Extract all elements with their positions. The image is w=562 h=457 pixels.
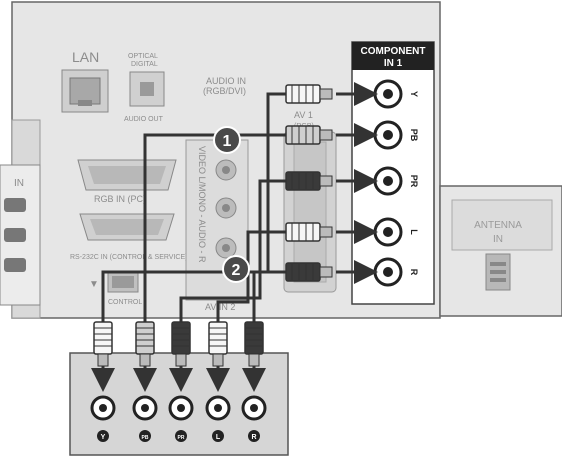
- component-jack-label: Y: [409, 91, 419, 97]
- device-jack-label: R: [251, 434, 256, 441]
- audio-in-group: AUDIO IN (RGB/DVI): [203, 76, 246, 96]
- device-jack-l: L: [205, 395, 231, 442]
- in-label: IN: [14, 178, 24, 189]
- component-jack-y: Y: [373, 79, 419, 109]
- rca-plug-h: [285, 222, 333, 242]
- rs232c-label: RS-232C IN (CONTROL & SERVICE): [70, 254, 187, 261]
- optical-port-group: OPTICAL DIGITAL AUDIO OUT: [124, 53, 165, 123]
- device-jack-pb: PB: [132, 395, 158, 442]
- component-jack-label: PB: [409, 129, 419, 142]
- device-jack-label: PR: [178, 435, 185, 441]
- device-jack-label: PB: [142, 435, 149, 441]
- marker-1-label: 1: [223, 133, 232, 150]
- control-label: CONTROL: [108, 299, 142, 306]
- side-jack: [4, 198, 26, 212]
- rca-plug-v: [133, 321, 157, 392]
- av1-label: AV 1: [294, 110, 313, 120]
- marker-2: 2: [222, 255, 250, 283]
- rca-plug-v: [91, 321, 115, 392]
- device-jack-r: R: [241, 395, 267, 442]
- side-jack: [4, 258, 26, 272]
- audio-out-label: AUDIO OUT: [124, 116, 164, 123]
- rgb-in-label: RGB IN (PC): [94, 194, 146, 204]
- rca-plug-v: [169, 321, 193, 392]
- cable-r: [252, 270, 286, 322]
- device-jack-label: L: [216, 434, 221, 441]
- vertical-plugs: [91, 321, 266, 392]
- av-in2-label: AV IN 2: [205, 302, 235, 312]
- rca-plug-h: [285, 125, 333, 145]
- control-group: ▼ CONTROL: [89, 271, 142, 306]
- component-jack-label: PR: [409, 175, 419, 188]
- component-jack-pb: PB: [373, 120, 419, 150]
- antenna-label-2: IN: [493, 234, 503, 245]
- marker-1: 1: [213, 126, 241, 154]
- component-title-bar: [352, 42, 434, 70]
- rca-plug-h: [285, 171, 333, 191]
- component-jack-label: R: [409, 269, 419, 276]
- lan-port-group: LAN: [61, 49, 109, 113]
- component-title-2: IN 1: [384, 58, 403, 69]
- cable-pr: [179, 179, 286, 322]
- audio-in-label-1: AUDIO IN: [206, 76, 246, 86]
- component-jack-label: L: [409, 229, 419, 235]
- device-jack-label: Y: [101, 434, 106, 441]
- side-jack: [4, 228, 26, 242]
- rca-plug-h: [285, 84, 333, 104]
- component-jack-r: R: [373, 257, 419, 287]
- rca-plug-h: [285, 262, 333, 282]
- audio-in-label-2: (RGB/DVI): [203, 86, 246, 96]
- rca-plug-v: [242, 321, 266, 392]
- control-arrow: ▼: [89, 279, 99, 290]
- component-panel: COMPONENT IN 1 Y PB PR L R: [351, 41, 435, 305]
- rca-plug-v: [206, 321, 230, 392]
- device-jacks: Y PB PR L R: [90, 395, 267, 442]
- optical-label-2: DIGITAL: [131, 61, 158, 68]
- device-jack-pr: PR: [168, 395, 194, 442]
- lan-label: LAN: [72, 49, 99, 65]
- component-title-1: COMPONENT: [361, 46, 426, 57]
- side-in-panel: IN: [0, 164, 41, 306]
- antenna-panel: ANTENNA IN: [439, 185, 562, 317]
- marker-2-label: 2: [232, 262, 241, 279]
- device-jack-y: Y: [90, 395, 116, 442]
- antenna-label-1: ANTENNA: [474, 220, 522, 231]
- cable-l: [216, 230, 286, 322]
- component-jack-pr: PR: [373, 166, 419, 196]
- optical-label-1: OPTICAL: [128, 53, 158, 60]
- horizontal-plugs: [285, 84, 333, 282]
- video-strip-label: VIDEO L/MONO - AUDIO - R: [197, 146, 207, 263]
- av-in2-strip: VIDEO L/MONO - AUDIO - R AV IN 2: [185, 139, 249, 312]
